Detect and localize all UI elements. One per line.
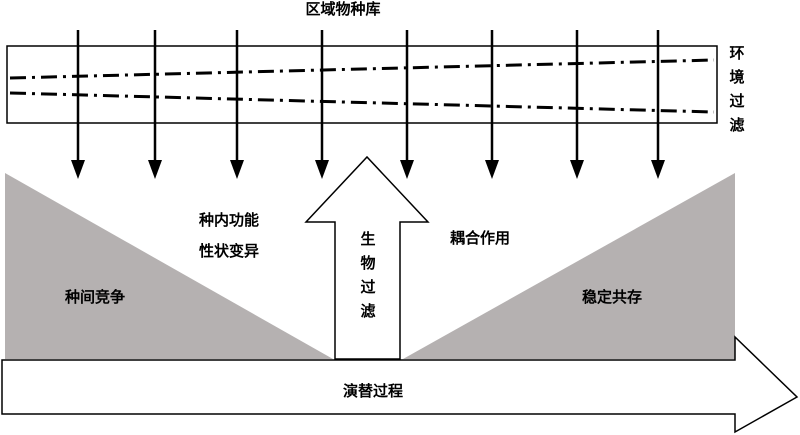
coupling-label: 耦合作用 <box>450 229 510 247</box>
succession-arrow <box>1 335 799 434</box>
interspecific-competition-label: 种间竞争 <box>64 288 125 306</box>
coexistence-triangle <box>403 173 735 359</box>
environment-filter-band <box>6 45 718 124</box>
down-arrow <box>651 30 665 179</box>
intraspecific-variation-line-2: 性状变异 <box>199 242 259 260</box>
env-char-1: 环 <box>729 44 744 62</box>
succession-label: 演替过程 <box>343 382 403 400</box>
down-arrow <box>148 30 162 179</box>
title-regional-species-pool: 区域物种库 <box>305 0 380 18</box>
stable-coexistence-label: 稳定共存 <box>582 288 642 306</box>
bio-char-2: 物 <box>360 254 375 272</box>
biological-filter-label: 生 物 过 滤 <box>360 230 375 320</box>
down-arrow <box>71 30 85 179</box>
bio-char-4: 滤 <box>360 302 375 320</box>
bio-char-1: 生 <box>360 230 375 248</box>
down-arrows <box>71 30 665 179</box>
env-char-3: 过 <box>729 92 744 110</box>
down-arrow <box>570 30 584 179</box>
env-char-4: 滤 <box>729 116 744 134</box>
dash-dot-line-upper <box>9 58 715 80</box>
bio-char-3: 过 <box>360 278 375 296</box>
dash-dot-line-lower <box>9 91 715 114</box>
down-arrow <box>400 30 414 179</box>
competition-triangle <box>5 173 333 359</box>
down-arrow <box>485 30 499 179</box>
down-arrow <box>230 30 244 179</box>
biological-filter-arrow <box>304 155 430 360</box>
intraspecific-variation-line-1: 种内功能 <box>198 211 259 229</box>
env-char-2: 境 <box>729 68 744 86</box>
environment-filter-label: 环 境 过 滤 <box>729 44 744 134</box>
down-arrow <box>315 30 329 179</box>
